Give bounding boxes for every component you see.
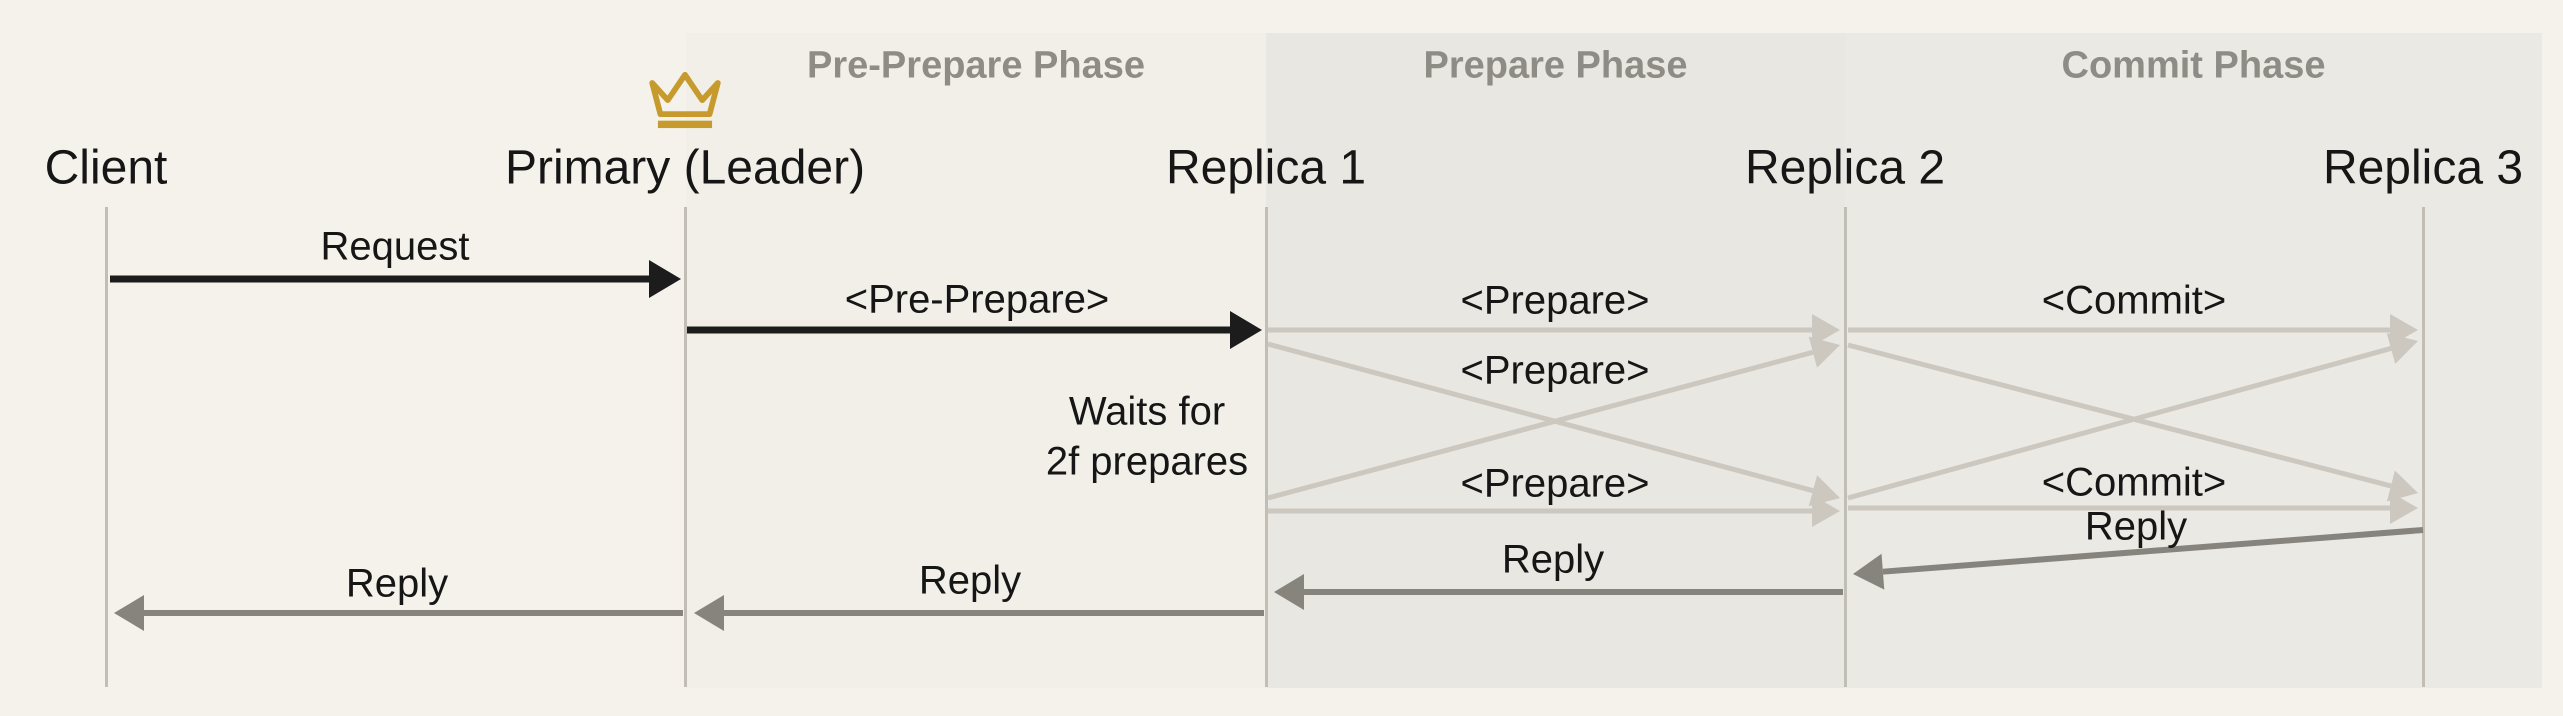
message-label-pre-prepare-1: <Pre-Prepare> — [844, 277, 1110, 322]
lifeline-replica2 — [1843, 207, 1847, 687]
phase-title-pre-prepare-phase: Pre-Prepare Phase — [807, 44, 1145, 87]
message-label-request-0: Request — [320, 224, 470, 269]
arrowhead — [1853, 553, 1885, 590]
message-label-prepare-5: <Prepare> — [1460, 461, 1650, 506]
arrowhead — [2386, 470, 2418, 502]
lifeline-replica3 — [2421, 207, 2425, 687]
message-arrow-prepare-replica1-to-replica2 — [1268, 314, 1840, 346]
message-arrow-reply-replica1-to-primary — [694, 595, 1264, 631]
phase-band-pre-prepare-phase — [686, 33, 1266, 688]
message-arrow-broadcast-replica2-to-replica3 — [1847, 333, 2418, 501]
phase-title-commit-phase: Commit Phase — [2061, 44, 2326, 87]
arrowhead — [114, 595, 144, 631]
crown-icon — [644, 66, 726, 141]
message-arrow-broadcast-replica2-to-replica3 — [1847, 342, 2418, 502]
message-label-reply-13: Reply — [345, 561, 449, 606]
message-arrow-request-client-to-primary — [110, 260, 681, 298]
phase-title-prepare-phase: Prepare Phase — [1423, 44, 1688, 87]
actor-label-replica1: Replica 1 — [1165, 141, 1367, 195]
arrowhead — [1230, 311, 1262, 349]
message-arrow-commit-replica2-to-replica3 — [1848, 492, 2418, 524]
message-label-prepare-2: <Prepare> — [1460, 278, 1650, 323]
message-arrow-pre-prepare-primary-to-replica1 — [687, 311, 1262, 349]
arrowhead — [1812, 314, 1840, 346]
lifeline-primary — [683, 207, 687, 687]
message-label-reply-10: Reply — [2084, 504, 2188, 549]
annotation-line-2: 2f prepares — [1045, 439, 1249, 484]
arrowhead — [2390, 492, 2418, 524]
lifeline-replica1 — [1264, 207, 1268, 687]
message-arrow-reply-replica3-to-replica2 — [1853, 527, 2424, 590]
arrowhead — [1274, 574, 1304, 610]
message-label-commit-9: <Commit> — [2041, 460, 2227, 505]
message-label-reply-12: Reply — [918, 558, 1022, 603]
arrowhead — [2386, 333, 2418, 364]
lifeline-client — [104, 207, 108, 687]
message-arrow-reply-primary-to-client — [114, 595, 683, 631]
arrowhead — [1812, 495, 1840, 527]
actor-label-replica2: Replica 2 — [1744, 141, 1946, 195]
actor-label-replica3: Replica 3 — [2322, 141, 2524, 195]
arrowhead — [649, 260, 681, 298]
actor-label-primary: Primary (Leader) — [504, 141, 866, 195]
phase-band-prepare-phase — [1266, 33, 1845, 688]
arrowhead — [1808, 336, 1840, 368]
phase-band-commit-phase — [1845, 33, 2542, 688]
arrowhead — [694, 595, 724, 631]
message-arrow-reply-replica2-to-replica1 — [1274, 574, 1843, 610]
actor-label-client: Client — [44, 141, 168, 195]
message-label-prepare-3: <Prepare> — [1460, 348, 1650, 393]
message-arrow-prepare-replica1-to-replica2 — [1268, 495, 1840, 527]
message-label-reply-11: Reply — [1501, 537, 1605, 582]
message-label-commit-6: <Commit> — [2041, 278, 2227, 323]
message-arrow-broadcast-replica1-to-replica2 — [1267, 336, 1840, 501]
annotation-line-1: Waits for — [1068, 389, 1226, 434]
